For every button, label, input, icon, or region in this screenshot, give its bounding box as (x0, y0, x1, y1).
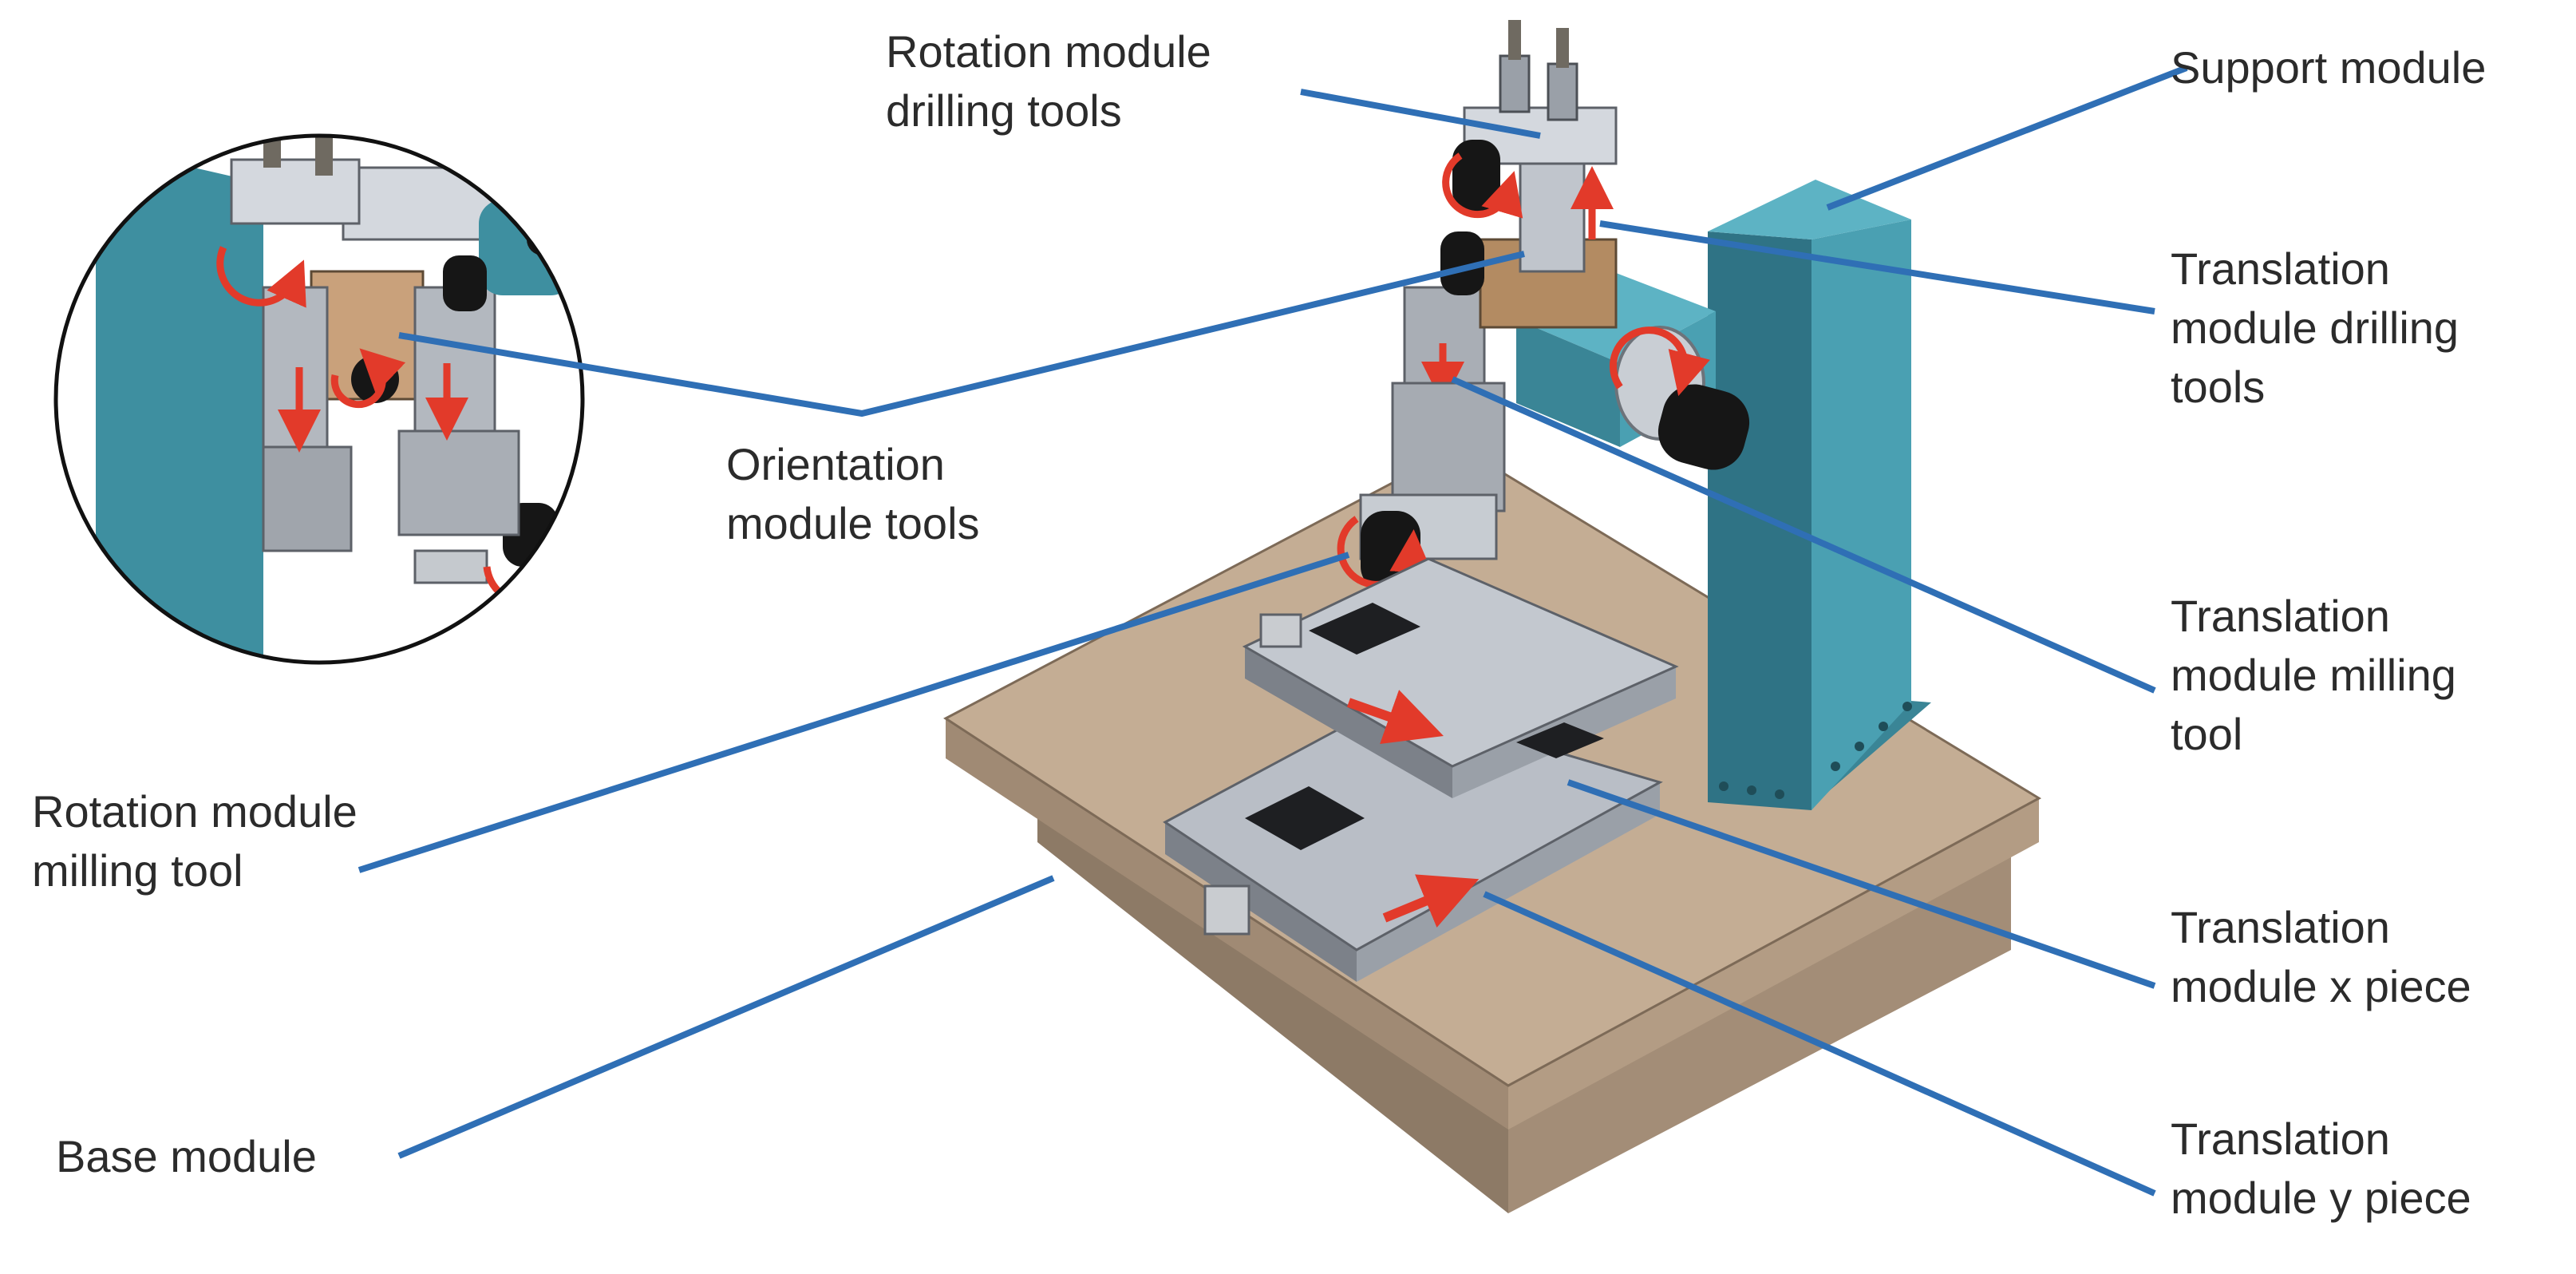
label-translation-drilling-line3: tools (2171, 362, 2266, 412)
leader-support (1826, 65, 2188, 211)
drill-bit-right (1547, 28, 1578, 121)
label-translation-y-line1: Translation (2171, 1114, 2390, 1164)
label-translation-milling: Translation module milling tool (2171, 587, 2456, 764)
label-base: Base module (56, 1127, 317, 1186)
leader-rotation-drilling (1300, 89, 1541, 139)
leader-lines (358, 65, 2188, 1197)
leader-translation-y (1483, 891, 2156, 1197)
label-translation-x-line2: module x piece (2171, 961, 2471, 1011)
label-rotation-drilling-line1: Rotation module (886, 26, 1211, 77)
label-rotation-milling-line2: milling tool (32, 845, 243, 896)
label-support: Support module (2171, 38, 2486, 97)
support-column (1708, 180, 1931, 810)
label-support-line1: Support module (2171, 42, 2487, 93)
leader-base (397, 875, 1055, 1159)
label-base-line1: Base module (56, 1131, 317, 1181)
label-rotation-drilling: Rotation module drilling tools (886, 22, 1211, 140)
leader-orientation (398, 251, 1525, 417)
label-translation-milling-line2: module milling (2171, 650, 2456, 700)
label-orientation-line1: Orientation (726, 439, 945, 489)
drilling-head (1403, 20, 1618, 417)
label-translation-x-line1: Translation (2171, 902, 2390, 952)
leader-translation-x (1567, 779, 2156, 989)
label-translation-y-line2: module y piece (2171, 1173, 2471, 1223)
label-translation-milling-line3: tool (2171, 709, 2243, 759)
label-translation-drilling-line1: Translation (2171, 243, 2390, 294)
label-orientation-line2: module tools (726, 498, 980, 548)
label-rotation-drilling-line2: drilling tools (886, 85, 1122, 136)
translation-x-piece (1242, 557, 1679, 798)
label-orientation: Orientation module tools (726, 435, 980, 553)
label-translation-y: Translation module y piece (2171, 1110, 2471, 1228)
label-translation-x: Translation module x piece (2171, 898, 2471, 1016)
leader-translation-drilling (1599, 220, 2155, 315)
zoom-inset (53, 133, 585, 665)
translation-y-piece (1163, 701, 1663, 982)
leader-translation-milling (1451, 376, 2156, 694)
label-translation-milling-line1: Translation (2171, 591, 2390, 641)
label-translation-drilling-line2: module drilling (2171, 303, 2459, 353)
label-rotation-milling: Rotation module milling tool (32, 782, 358, 900)
leader-rotation-milling (358, 552, 1350, 873)
label-translation-drilling: Translation module drilling tools (2171, 239, 2459, 417)
drill-bit-left (1499, 20, 1531, 113)
label-rotation-milling-line1: Rotation module (32, 786, 358, 837)
